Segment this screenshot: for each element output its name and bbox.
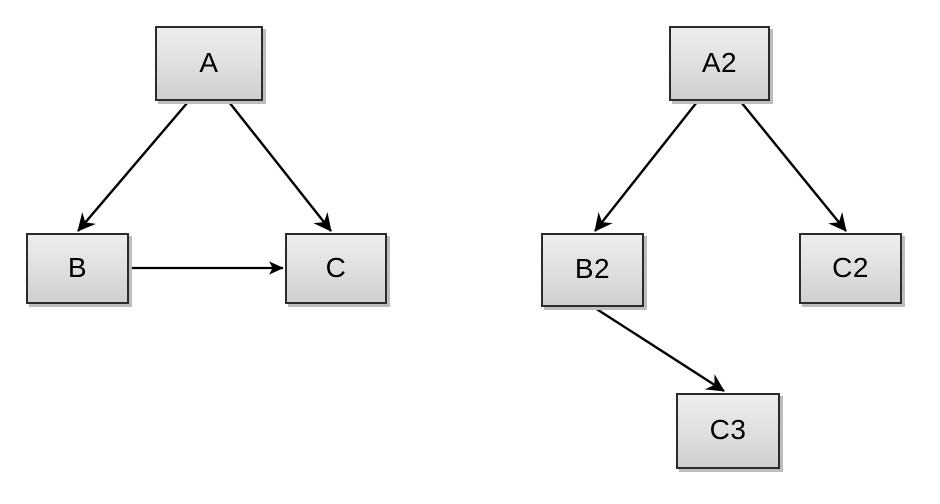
node-label: B2 <box>574 253 611 284</box>
node-b[interactable]: B <box>26 233 129 304</box>
node-a[interactable]: A <box>155 26 263 101</box>
node-label: B <box>67 251 88 283</box>
node-c2[interactable]: C2 <box>799 233 902 304</box>
node-c3[interactable]: C3 <box>676 393 780 469</box>
node-a2[interactable]: A2 <box>669 26 770 101</box>
node-label: C3 <box>709 414 747 445</box>
edge-b2-c3[interactable] <box>594 306 725 393</box>
node-label: A <box>199 46 219 78</box>
edge-a2-b2[interactable] <box>594 101 698 232</box>
node-label: A2 <box>701 46 738 78</box>
edge-a-c[interactable] <box>228 101 332 232</box>
node-label: C2 <box>832 251 869 283</box>
edges-group <box>77 101 847 393</box>
node-b2[interactable]: B2 <box>541 233 644 307</box>
node-c[interactable]: C <box>285 233 387 304</box>
node-label: C <box>325 251 347 283</box>
edge-a-b[interactable] <box>77 101 189 232</box>
edge-a2-c2[interactable] <box>740 101 847 232</box>
